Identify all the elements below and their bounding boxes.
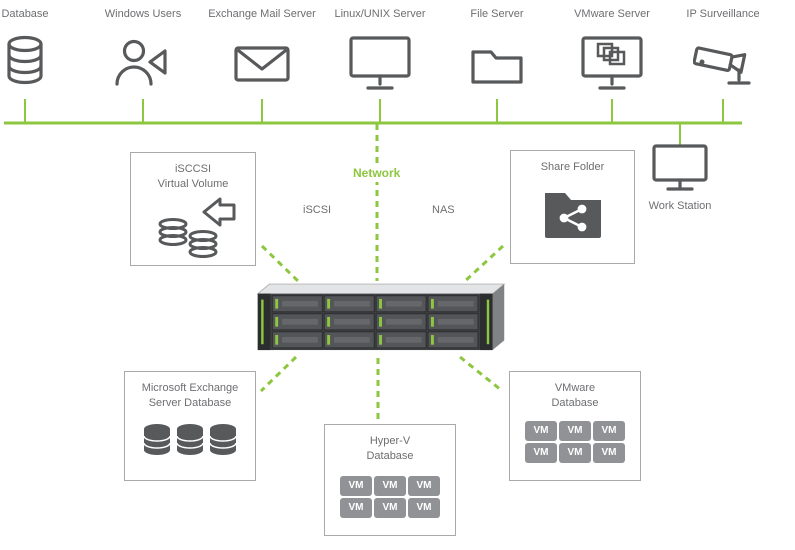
vm-chip: VM: [593, 442, 625, 463]
camera-lens-dot: [699, 59, 705, 65]
camera-icon: [693, 46, 751, 85]
device-linux-server-label: Linux/UNIX Server: [334, 8, 426, 20]
vm-chip: VM: [559, 442, 591, 463]
vm-chip: VM: [525, 442, 557, 463]
vmware-db-box: VMware Database VM VM VM VM VM VM: [509, 371, 641, 481]
device-windows-users-label: Windows Users: [104, 8, 182, 20]
vm-chip: VM: [374, 475, 406, 496]
device-exchange-mail-label: Exchange Mail Server: [208, 8, 316, 20]
device-windows-users: Windows Users: [78, 8, 208, 92]
iscsi-virtual-volume-title: iSCCSI Virtual Volume: [158, 162, 229, 192]
vmware-db-title: VMware Database: [551, 381, 598, 411]
iscsi-virtual-volume-box: iSCCSI Virtual Volume: [130, 152, 256, 266]
nas-rack-icon: [256, 283, 506, 351]
device-file-server-label: File Server: [470, 8, 524, 20]
hyperv-db-title: Hyper-V Database: [366, 434, 413, 464]
vm-chip: VM: [559, 420, 591, 441]
workstation-monitor-icon: [652, 144, 708, 191]
hyperv-db-box: Hyper-V Database VM VM VM VM VM VM: [324, 424, 456, 536]
monitor-icon: [349, 36, 411, 90]
vmware-monitor-icon: [581, 36, 643, 90]
share-folder-title: Share Folder: [540, 161, 605, 173]
nas-protocol-label: NAS: [432, 204, 455, 216]
device-vmware-server-label: VMware Server: [574, 8, 650, 20]
device-database-label: Database: [1, 8, 49, 20]
nas-rack-device: [250, 282, 512, 361]
hyperv-vm-grid: VM VM VM VM VM VM: [340, 475, 440, 518]
device-linux-server: Linux/UNIX Server: [315, 8, 445, 94]
iscsi-protocol-label: iSCSI: [303, 204, 332, 216]
dashed-nas-to-exchange-db: [259, 355, 298, 393]
vm-chip: VM: [340, 475, 372, 496]
exchange-db-disks-icon: [143, 422, 237, 456]
device-ip-surveillance-label: IP Surveillance: [686, 8, 760, 20]
exchange-db-title-line2: Server Database: [148, 396, 232, 409]
exchange-db-title-line1: Microsoft Exchange: [141, 382, 239, 394]
mail-icon: [234, 46, 290, 82]
vmware-db-title-line1: VMware: [554, 382, 596, 394]
vmware-db-title-line2: Database: [551, 396, 599, 409]
vm-chip: VM: [374, 497, 406, 518]
dashed-nas-to-iscsi-volume: [260, 244, 301, 284]
workstation-label: Work Station: [648, 200, 712, 212]
hyperv-db-title-line2: Database: [366, 449, 414, 462]
vm-chip: VM: [408, 497, 440, 518]
dashed-nas-to-vmware-db: [459, 355, 502, 392]
hyperv-db-title-line1: Hyper-V: [369, 435, 411, 447]
network-label: Network: [349, 164, 405, 182]
vmware-vm-grid: VM VM VM VM VM VM: [525, 420, 625, 463]
device-ip-surveillance: IP Surveillance: [658, 8, 788, 92]
folder-icon: [471, 50, 523, 84]
dashed-nas-to-share-folder: [462, 244, 505, 284]
database-icon: [7, 35, 43, 85]
windows-users-icon: [115, 39, 167, 86]
share-folder-box: Share Folder: [510, 150, 635, 264]
share-folder-icon: [544, 192, 601, 238]
vm-chip: VM: [593, 420, 625, 441]
device-vmware-server: VMware Server: [547, 8, 677, 94]
iscsi-virtual-volume-title-line2: Virtual Volume: [157, 177, 229, 190]
iscsi-volume-disks-icon: [158, 197, 236, 258]
vm-chip: VM: [525, 420, 557, 441]
workstation: Work Station: [640, 142, 720, 212]
device-database: Database: [0, 8, 90, 88]
vm-chip: VM: [340, 497, 372, 518]
exchange-db-box: Microsoft Exchange Server Database: [124, 371, 256, 481]
iscsi-virtual-volume-title-line1: iSCCSI: [174, 163, 212, 175]
vm-chip: VM: [408, 475, 440, 496]
exchange-db-title: Microsoft Exchange Server Database: [142, 381, 239, 411]
device-file-server: File Server: [432, 8, 562, 86]
device-exchange-mail: Exchange Mail Server: [197, 8, 327, 86]
